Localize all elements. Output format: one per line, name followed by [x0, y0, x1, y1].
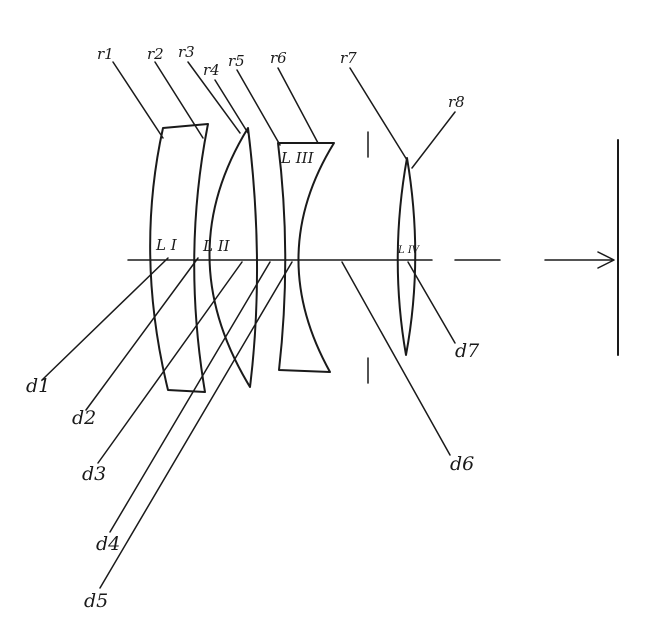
label-r8: r8 — [448, 93, 465, 111]
lens-4 — [396, 157, 417, 356]
label-d7: d7 — [455, 340, 480, 362]
label-d4: d4 — [96, 533, 120, 555]
lens-3 — [277, 142, 335, 373]
label-r2: r2 — [147, 45, 164, 63]
label-lens-1: L I — [155, 236, 178, 254]
radius-leaders — [112, 61, 456, 169]
label-d2: d2 — [72, 407, 96, 429]
label-d6: d6 — [450, 453, 474, 475]
lens-1 — [149, 123, 209, 393]
label-d1: d1 — [26, 375, 50, 397]
spacing-leaders — [41, 257, 456, 589]
label-r5: r5 — [228, 52, 245, 70]
label-lens-2: L II — [202, 237, 231, 255]
label-lens-4: L IV — [397, 245, 421, 256]
optical-axis — [127, 251, 615, 269]
label-r6: r6 — [270, 49, 287, 67]
label-r7: r7 — [340, 49, 357, 67]
label-d5: d5 — [84, 590, 108, 612]
label-r1: r1 — [97, 45, 114, 63]
label-d3: d3 — [82, 463, 106, 485]
lens-2 — [208, 127, 259, 388]
label-lens-3: L III — [280, 149, 315, 167]
label-r3: r3 — [178, 43, 195, 61]
label-r4: r4 — [203, 61, 220, 79]
